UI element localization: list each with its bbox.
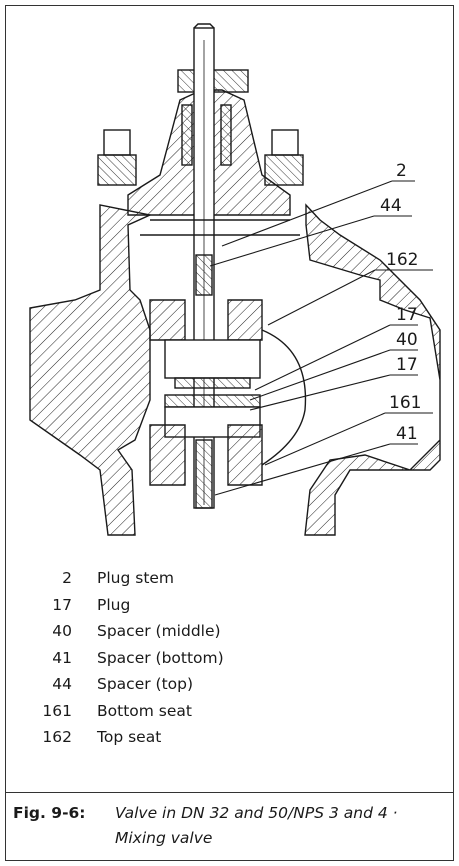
left-bolt-head	[103, 129, 131, 156]
body-left-wall	[29, 204, 153, 536]
spacer-bottom	[195, 439, 213, 509]
legend-text: Spacer (bottom)	[97, 648, 224, 667]
spacer-middle	[164, 394, 261, 408]
caption-text: Valve in DN 32 and 50/NPS 3 and 4 · Mixi…	[115, 804, 398, 847]
legend-row: 17 Plug	[30, 592, 430, 619]
callout-162: 162	[386, 250, 418, 270]
legend-text: Spacer (top)	[97, 675, 194, 693]
right-nut	[264, 154, 304, 186]
legend-row: 40 Spacer (middle)	[30, 618, 430, 645]
legend-text: Plug stem	[97, 569, 175, 587]
legend-text: Spacer (middle)	[97, 622, 221, 640]
left-nut	[97, 154, 137, 186]
legend-number: 41	[52, 648, 72, 667]
legend-number: 2	[62, 569, 72, 587]
callout-161: 161	[389, 393, 421, 413]
legend-number: 161	[42, 701, 72, 720]
legend-row: 162 Top seat	[30, 724, 430, 751]
caption-label: Fig. 9-6:	[13, 804, 86, 822]
legend-number: 44	[52, 675, 72, 693]
legend-text: Plug	[97, 595, 131, 614]
packing-left	[181, 104, 193, 166]
plug-top	[164, 339, 261, 379]
callout-40: 40	[396, 330, 418, 350]
legend-row: 41 Spacer (bottom)	[30, 645, 430, 672]
figure-caption: Fig. 9-6: Valve in DN 32 and 50/NPS 3 an…	[13, 801, 453, 847]
top-seat	[149, 299, 263, 341]
legend-row: 44 Spacer (top)	[30, 671, 430, 698]
callout-17-bottom: 17	[396, 355, 418, 375]
body-right-wall	[304, 203, 441, 536]
valve-cross-section-drawing: 2 44 162 17 40 17 161 41	[29, 23, 441, 536]
packing-right	[220, 104, 232, 166]
legend-number: 17	[52, 595, 72, 614]
spacer-top	[195, 254, 213, 296]
legend-text: Top seat	[97, 728, 162, 746]
legend-row: 2 Plug stem	[30, 565, 430, 592]
caption-divider	[5, 792, 454, 793]
callout-2: 2	[396, 161, 407, 181]
figure-frame	[5, 5, 454, 861]
parts-legend: 2 Plug stem 17 Plug 40 Spacer (middle) 4…	[30, 565, 430, 751]
bottom-seat	[149, 424, 263, 486]
legend-row: 161 Bottom seat	[30, 698, 430, 725]
callout-41: 41	[396, 424, 418, 444]
legend-number: 162	[42, 728, 72, 746]
legend-number: 40	[52, 622, 72, 640]
callout-44: 44	[380, 196, 402, 216]
legend-text: Bottom seat	[97, 701, 192, 720]
callout-17-top: 17	[396, 305, 418, 325]
right-bolt-head	[271, 129, 299, 156]
